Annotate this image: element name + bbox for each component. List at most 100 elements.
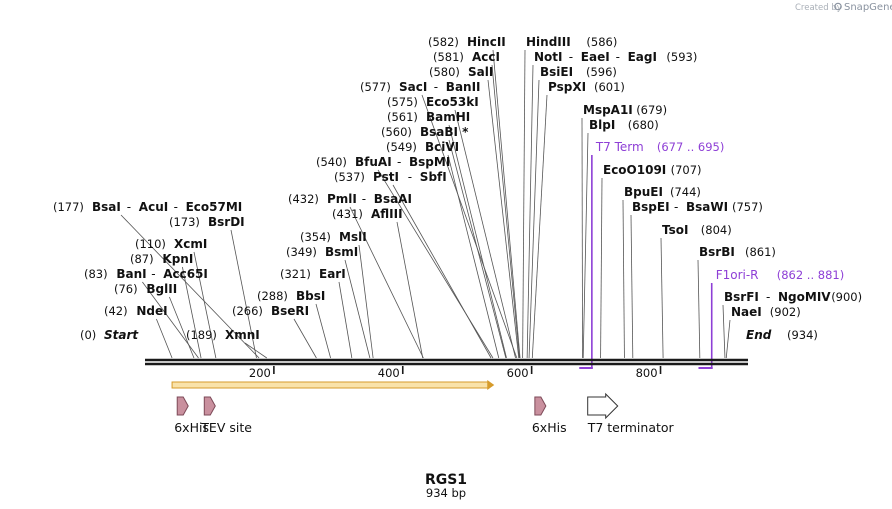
- enzyme-name[interactable]: EarI: [319, 267, 346, 281]
- orf-bar[interactable]: [171, 381, 489, 389]
- enzyme-name[interactable]: BsaAI: [374, 192, 412, 206]
- orf-arrowhead[interactable]: [487, 380, 495, 390]
- site-acci[interactable]: (581)AccI: [433, 50, 500, 64]
- enzyme-name[interactable]: EaeI: [581, 50, 610, 64]
- site-kpni[interactable]: (87)KpnI: [130, 252, 193, 266]
- enzyme-name[interactable]: SacI: [399, 80, 427, 94]
- enzyme-name[interactable]: PspXI: [548, 80, 586, 94]
- enzyme-name[interactable]: NotI: [534, 50, 563, 64]
- site-hincii[interactable]: (582)HincII: [428, 35, 506, 49]
- site-bani[interactable]: (83)BanI-Acc65I: [84, 267, 208, 281]
- site-saci[interactable]: (577)SacI-BanII: [360, 80, 481, 94]
- feature-6xhis[interactable]: 6xHis: [532, 396, 567, 435]
- primer-name[interactable]: F1ori-R: [716, 268, 759, 282]
- site-tsoi[interactable]: TsoI(804): [662, 223, 732, 237]
- site-bsabi[interactable]: (560)BsaBI *: [381, 125, 469, 139]
- feature-tev-site[interactable]: TEV site: [200, 396, 252, 435]
- site-sali[interactable]: (580)SalI: [429, 65, 493, 79]
- enzyme-name[interactable]: AflIII: [371, 207, 403, 221]
- enzyme-name[interactable]: BbsI: [296, 289, 325, 303]
- enzyme-name[interactable]: BsrFI: [724, 290, 759, 304]
- enzyme-name[interactable]: BspEI: [632, 200, 670, 214]
- enzyme-name[interactable]: HindIII: [526, 35, 571, 49]
- site-eari[interactable]: (321)EarI: [280, 267, 346, 281]
- site-naei[interactable]: NaeI(902): [731, 305, 801, 319]
- site-ndei[interactable]: (42)NdeI: [104, 304, 168, 318]
- site-xmni[interactable]: (189)XmnI: [186, 328, 260, 342]
- enzyme-name[interactable]: BciVI: [425, 140, 459, 154]
- enzyme-name[interactable]: BsmI: [325, 245, 358, 259]
- enzyme-name[interactable]: BspMI: [409, 155, 450, 169]
- site-bcivi[interactable]: (549)BciVI: [386, 140, 459, 154]
- enzyme-name[interactable]: BamHI: [426, 110, 470, 124]
- site-bbsi[interactable]: (288)BbsI: [257, 289, 325, 303]
- enzyme-name[interactable]: EcoO109I: [603, 163, 666, 177]
- site-noti[interactable]: NotI-EaeI-EagI(593): [534, 50, 697, 64]
- site-bsrbi[interactable]: BsrBI(861): [699, 245, 776, 259]
- enzyme-name[interactable]: HincII: [467, 35, 506, 49]
- enzyme-name[interactable]: SbfI: [420, 170, 447, 184]
- enzyme-name[interactable]: BseRI: [271, 304, 309, 318]
- site-bfuai[interactable]: (540)BfuAI-BspMI: [316, 155, 450, 169]
- feature-arrow-icon[interactable]: [534, 396, 547, 416]
- site-bspei[interactable]: BspEI-BsaWI(757): [632, 200, 763, 214]
- site-bsmi[interactable]: (349)BsmI: [286, 245, 358, 259]
- enzyme-name[interactable]: PstI: [373, 170, 399, 184]
- feature-arrow-icon[interactable]: [176, 396, 189, 416]
- orf-arrow[interactable]: [171, 380, 495, 390]
- site-afliii[interactable]: (431)AflIII: [332, 207, 403, 221]
- enzyme-name[interactable]: XmnI: [225, 328, 260, 342]
- enzyme-name[interactable]: BanI: [116, 267, 146, 281]
- site-xcmi[interactable]: (110)XcmI: [135, 237, 207, 251]
- site-bseri[interactable]: (266)BseRI: [232, 304, 309, 318]
- enzyme-name[interactable]: BsaWI: [686, 200, 728, 214]
- enzyme-name[interactable]: EagI: [628, 50, 657, 64]
- enzyme-name[interactable]: TsoI: [662, 223, 688, 237]
- enzyme-name[interactable]: Eco57MI: [186, 200, 243, 214]
- site-hindiii[interactable]: HindIII(586): [526, 35, 617, 49]
- enzyme-name[interactable]: Eco53kI: [426, 95, 479, 109]
- site-bsai[interactable]: (177)BsaI-AcuI-Eco57MI: [53, 200, 242, 214]
- site-psti[interactable]: (537)PstI-SbfI: [334, 170, 447, 184]
- site-bglii[interactable]: (76)BglII: [114, 282, 177, 296]
- site-msli[interactable]: (354)MslI: [300, 230, 367, 244]
- enzyme-name[interactable]: KpnI: [162, 252, 193, 266]
- enzyme-name[interactable]: AccI: [472, 50, 500, 64]
- enzyme-name[interactable]: SalI: [468, 65, 493, 79]
- enzyme-name[interactable]: BsaI: [92, 200, 121, 214]
- primer-t7-term[interactable]: T7 Term(677 .. 695): [579, 140, 724, 369]
- site-pspxi[interactable]: PspXI(601): [548, 80, 625, 94]
- feature-arrow-icon[interactable]: [203, 396, 216, 416]
- enzyme-name[interactable]: AcuI: [139, 200, 168, 214]
- enzyme-name[interactable]: BsiEI: [540, 65, 573, 79]
- site-mspa1i[interactable]: MspA1I(679): [583, 103, 667, 117]
- enzyme-name[interactable]: XcmI: [174, 237, 207, 251]
- primer-name[interactable]: T7 Term: [595, 140, 644, 154]
- site-bsrfi[interactable]: BsrFI-NgoMIV(900): [724, 290, 862, 304]
- enzyme-name[interactable]: BsaBI *: [420, 125, 469, 139]
- enzyme-name[interactable]: BlpI: [589, 118, 615, 132]
- enzyme-name[interactable]: BanII: [446, 80, 481, 94]
- terminator-arrow-icon[interactable]: [587, 392, 619, 420]
- enzyme-name[interactable]: NgoMIV: [778, 290, 831, 304]
- enzyme-name[interactable]: Acc65I: [163, 267, 208, 281]
- enzyme-name[interactable]: NdeI: [136, 304, 167, 318]
- site-pmli[interactable]: (432)PmlI-BsaAI: [288, 192, 412, 206]
- feature-6xhis[interactable]: 6xHis: [174, 396, 209, 435]
- site-ecoo109i[interactable]: EcoO109I(707): [603, 163, 702, 177]
- enzyme-name[interactable]: BpuEI: [624, 185, 663, 199]
- site-eco53ki[interactable]: (575)Eco53kI: [387, 95, 479, 109]
- primer-f1ori-r[interactable]: F1ori-R(862 .. 881): [698, 268, 844, 369]
- site-bsrdi[interactable]: (173)BsrDI: [169, 215, 245, 229]
- enzyme-name[interactable]: BfuAI: [355, 155, 392, 169]
- enzyme-name[interactable]: BsrDI: [208, 215, 245, 229]
- enzyme-name[interactable]: NaeI: [731, 305, 762, 319]
- site-blpi[interactable]: BlpI(680): [589, 118, 659, 132]
- site-bsiei[interactable]: BsiEI(596): [540, 65, 617, 79]
- site-bamhi[interactable]: (561)BamHI: [387, 110, 470, 124]
- enzyme-name[interactable]: BglII: [146, 282, 177, 296]
- enzyme-name[interactable]: MspA1I: [583, 103, 633, 117]
- enzyme-name[interactable]: BsrBI: [699, 245, 735, 259]
- feature-t7-terminator[interactable]: T7 terminator: [587, 392, 675, 435]
- enzyme-name[interactable]: MslI: [339, 230, 367, 244]
